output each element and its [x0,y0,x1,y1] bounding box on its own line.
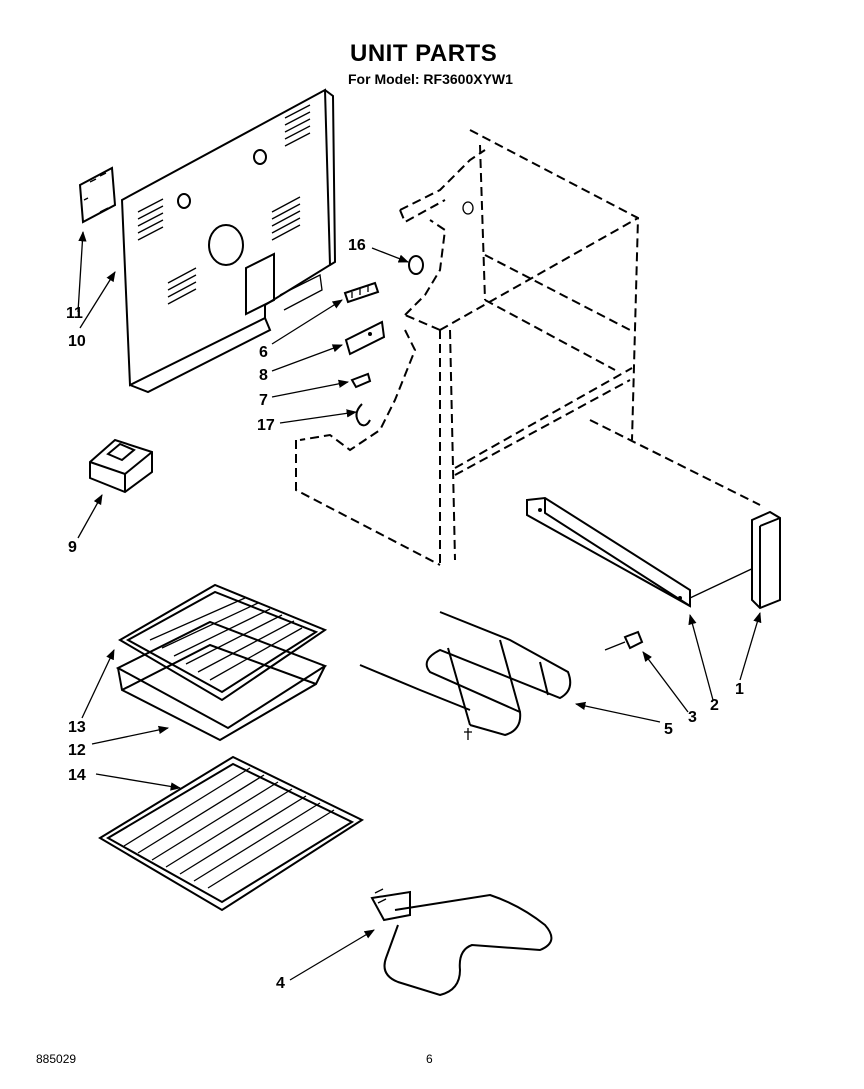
broil-element-5 [359,611,572,740]
callout-14: 14 [68,767,86,784]
grommet-16 [408,255,424,275]
model-subtitle: For Model: RF3600XYW1 [348,71,513,87]
callout-11: 11 [66,305,83,322]
callout-labels: 11 10 16 6 8 7 17 9 13 12 14 4 5 3 2 1 [66,237,744,992]
clip-3 [604,630,644,651]
back-panel-10 [120,88,337,394]
range-cabinet-outline [295,129,761,566]
callout-leaders [77,230,762,981]
terminal-block-6 [343,281,380,304]
clip-7 [350,372,372,389]
callout-5: 5 [664,721,673,738]
callout-12: 12 [68,742,86,759]
wire-clip-17 [355,403,371,427]
broiler-grid-13 [118,583,328,702]
side-trim-1 [751,510,781,610]
document-number: 885029 [36,1052,77,1066]
callout-16: 16 [348,237,366,254]
bake-element-4 [370,888,553,997]
page-number: 6 [426,1052,433,1066]
callout-9: 9 [68,539,77,556]
insulation-piece-11 [78,166,117,224]
callout-2: 2 [710,697,719,714]
callout-3: 3 [688,709,697,726]
callout-10: 10 [68,333,86,350]
front-trim-bar-2 [526,496,761,608]
callout-8: 8 [259,367,268,384]
bracket-8 [344,320,386,356]
callout-6: 6 [259,344,268,361]
callout-7: 7 [259,392,268,409]
callout-1: 1 [735,681,744,698]
page-title: UNIT PARTS [350,40,498,67]
callout-4: 4 [276,975,285,992]
box-module-9 [89,438,153,494]
callout-13: 13 [68,719,86,736]
oven-rack-14 [98,755,365,912]
callout-17: 17 [257,417,275,434]
broiler-pan-12 [115,620,328,742]
